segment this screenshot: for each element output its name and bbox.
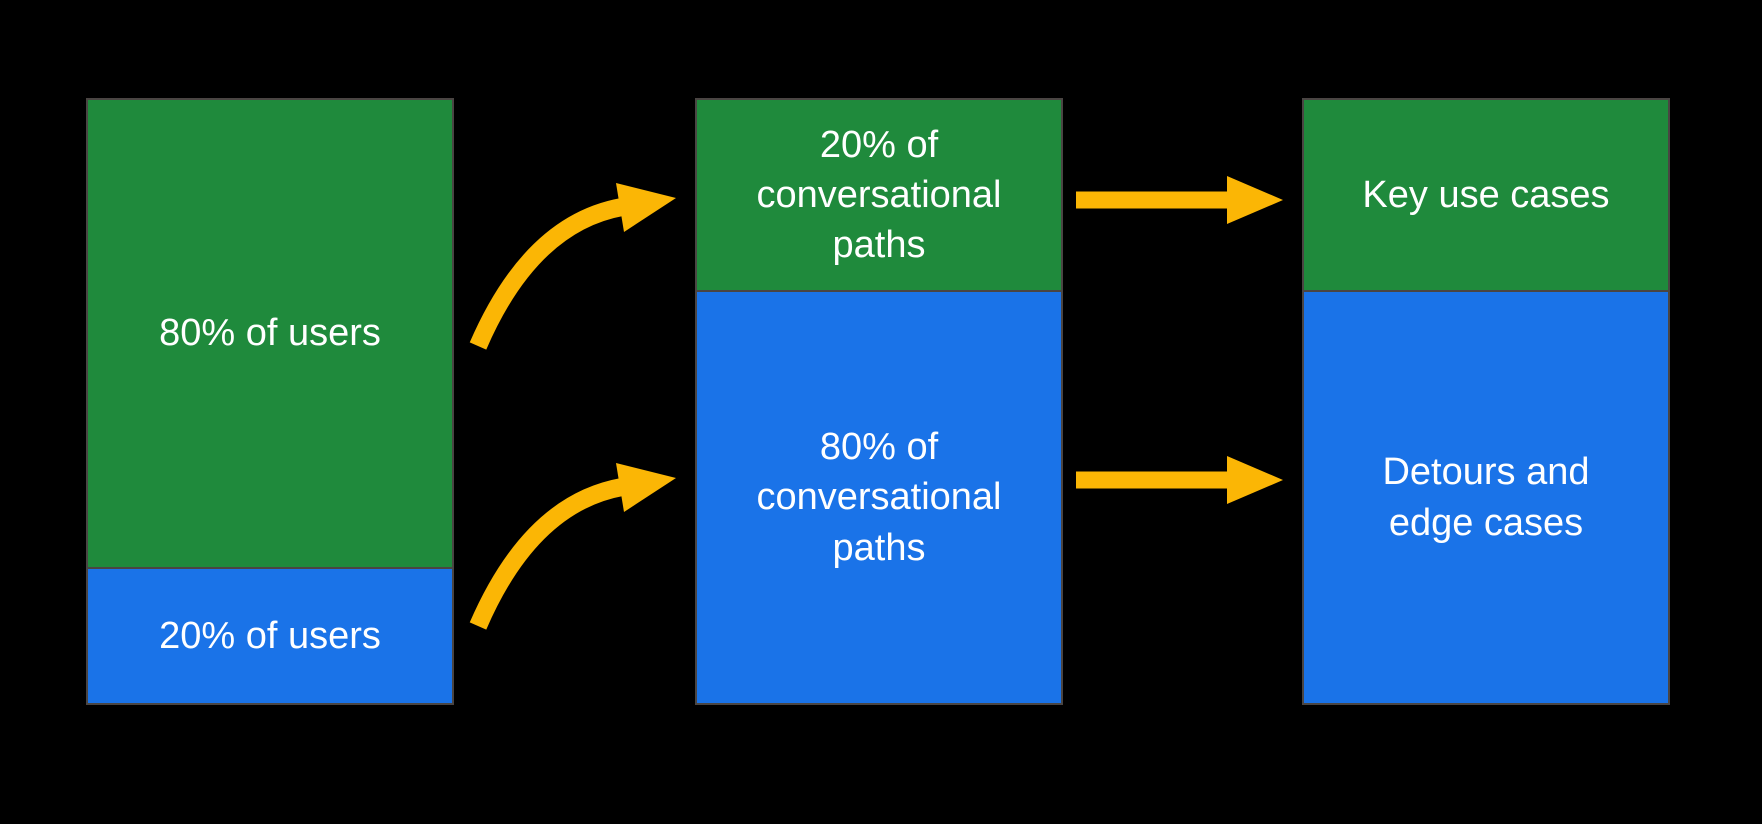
segment-paths-80: 80% of conversational paths [697,290,1061,703]
segment-key-use-cases-label: Key use cases [1362,173,1610,216]
segment-detours-edge-cases: Detours and edge cases [1304,290,1668,703]
bar-users: 80% of users 20% of users [86,98,454,705]
segment-users-20: 20% of users [88,567,452,703]
bar-conversational-paths: 20% of conversational paths 80% of conve… [695,98,1063,705]
segment-key-use-cases: Key use cases [1304,100,1668,290]
arrow-users-80-to-paths-20 [469,183,676,350]
segment-paths-80-label: 80% of conversational paths [756,426,1002,569]
segment-paths-20: 20% of conversational paths [697,100,1061,290]
bar-outcomes: Key use cases Detours and edge cases [1302,98,1670,705]
arrow-paths-20-to-key-use-cases [1076,176,1283,224]
segment-users-80-label: 80% of users [159,312,381,355]
segment-detours-edge-cases-label: Detours and edge cases [1382,451,1590,544]
segment-users-20-label: 20% of users [159,614,381,657]
segment-paths-20-label: 20% of conversational paths [756,123,1002,267]
arrow-users-20-to-paths-80 [469,463,676,630]
segment-users-80: 80% of users [88,100,452,567]
arrow-paths-80-to-detours [1076,456,1283,504]
